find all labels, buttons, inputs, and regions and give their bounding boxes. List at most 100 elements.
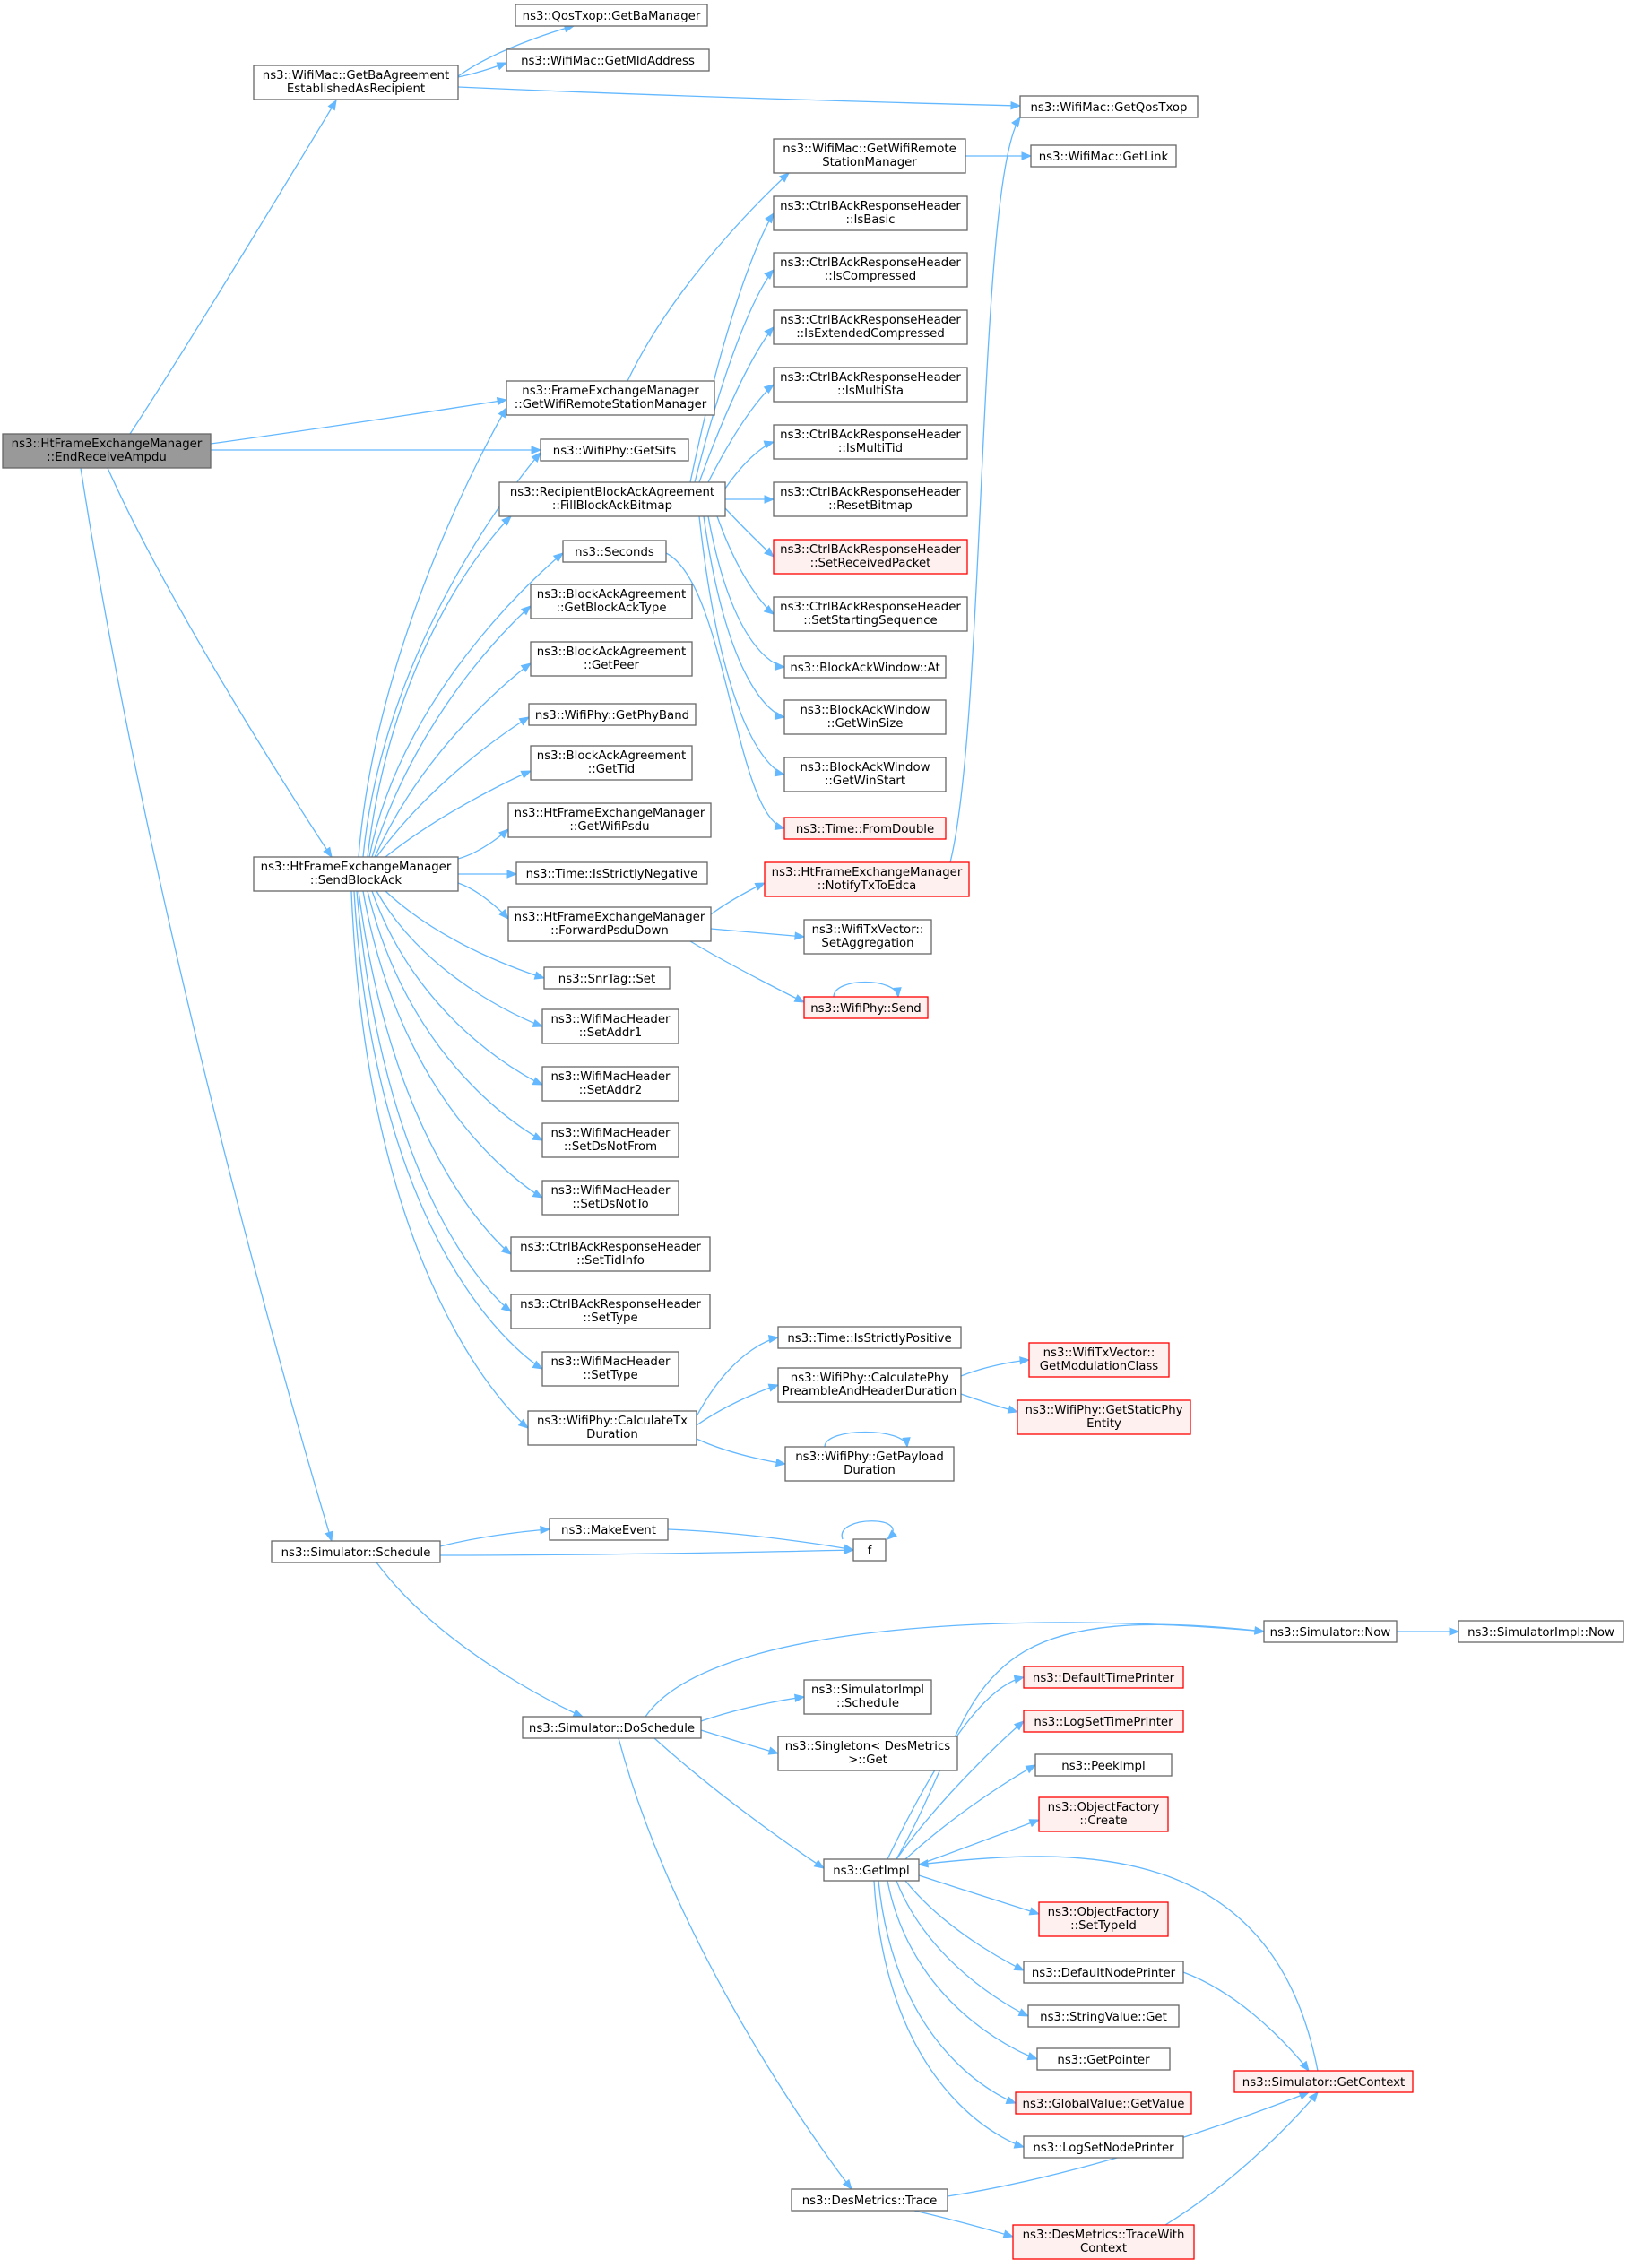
node-label: ::ForwardPsduDown — [550, 924, 669, 938]
node-isCompressed[interactable]: ns3::CtrlBAckResponseHeader::IsCompresse… — [773, 252, 968, 288]
node-isStrictPos[interactable]: ns3::Time::IsStrictlyPositive — [777, 1326, 962, 1349]
node-box — [549, 1518, 669, 1541]
node-seconds[interactable]: ns3::Seconds — [562, 540, 667, 563]
node-label: ns3::HtFrameExchangeManager — [772, 866, 963, 879]
node-setAggr[interactable]: ns3::WifiTxVector::SetAggregation — [803, 919, 932, 955]
node-getBaMgr[interactable]: ns3::QosTxop::GetBaManager — [515, 4, 708, 27]
node-getLink[interactable]: ns3::WifiMac::GetLink — [1030, 144, 1177, 168]
node-strValGet[interactable]: ns3::StringValue::Get — [1027, 2004, 1180, 2028]
node-simImplNow[interactable]: ns3::SimulatorImpl::Now — [1458, 1620, 1624, 1643]
node-getPeer[interactable]: ns3::BlockAckAgreement::GetPeer — [530, 641, 693, 677]
node-ofCreate[interactable]: ns3::ObjectFactory::Create — [1038, 1796, 1169, 1832]
node-f[interactable]: f — [852, 1538, 887, 1562]
node-isMultiTid[interactable]: ns3::CtrlBAckResponseHeader::IsMultiTid — [773, 424, 968, 460]
node-simNow[interactable]: ns3::Simulator::Now — [1263, 1620, 1398, 1643]
node-peekImpl[interactable]: ns3::PeekImpl — [1034, 1753, 1173, 1777]
node-label: ns3::ObjectFactory — [1048, 1801, 1160, 1814]
node-box — [803, 919, 932, 955]
node-setTidInfo[interactable]: ns3::CtrlBAckResponseHeader::SetTidInfo — [510, 1236, 711, 1272]
arrowhead-fillBitmap-to-resetBitmap — [764, 495, 775, 504]
node-box — [1019, 95, 1199, 118]
node-phySend[interactable]: ns3::WifiPhy::Send — [803, 996, 929, 1019]
arrowhead-sendBlockAck-to-setDsNotTo — [532, 1189, 544, 1199]
node-label: ns3::SnrTag::Set — [558, 973, 655, 986]
node-bawSize[interactable]: ns3::BlockAckWindow::GetWinSize — [783, 699, 947, 735]
node-label: ::SetAddr2 — [579, 1084, 642, 1097]
node-logSetNode[interactable]: ns3::LogSetNodePrinter — [1023, 2135, 1184, 2159]
node-simSchedule[interactable]: ns3::Simulator::Schedule — [271, 1540, 441, 1563]
node-getTid[interactable]: ns3::BlockAckAgreement::GetTid — [530, 745, 693, 781]
node-isMultiSta[interactable]: ns3::CtrlBAckResponseHeader::IsMultiSta — [773, 367, 968, 403]
node-setAddr2[interactable]: ns3::WifiMacHeader::SetAddr2 — [541, 1066, 679, 1102]
node-label: ns3::WifiMacHeader — [550, 1127, 671, 1140]
edge-getImpl-to-logSetNode — [873, 1880, 1025, 2148]
node-getPhyBand[interactable]: ns3::WifiPhy::GetPhyBand — [528, 703, 697, 726]
node-label: ::Create — [1079, 1814, 1127, 1828]
node-isExtCompressed[interactable]: ns3::CtrlBAckResponseHeader::IsExtendedC… — [773, 309, 968, 345]
edge-simDoSchedule-to-singletonGet — [700, 1729, 779, 1754]
node-setReceived[interactable]: ns3::CtrlBAckResponseHeader::SetReceived… — [773, 539, 968, 575]
edge-defNodePrinter-to-getContext — [1182, 1971, 1310, 2072]
node-box — [540, 438, 689, 462]
node-getImpl[interactable]: ns3::GetImpl — [823, 1858, 920, 1882]
node-simDoSchedule[interactable]: ns3::Simulator::DoSchedule — [522, 1716, 702, 1739]
edge-fillBitmap-to-isMultiTid — [724, 441, 775, 489]
node-label: ns3::GlobalValue::GetValue — [1023, 2098, 1185, 2111]
node-box — [777, 1326, 962, 1349]
node-ofSetTypeId[interactable]: ns3::ObjectFactory::SetTypeId — [1038, 1901, 1169, 1937]
node-fwdPsdu[interactable]: ns3::HtFrameExchangeManager::ForwardPsdu… — [507, 906, 712, 942]
node-getMld[interactable]: ns3::WifiMac::GetMldAddress — [506, 48, 710, 72]
node-setAddr1[interactable]: ns3::WifiMacHeader::SetAddr1 — [541, 1008, 679, 1044]
node-box — [783, 757, 947, 792]
node-singletonGet[interactable]: ns3::Singleton< DesMetrics>::Get — [777, 1736, 958, 1771]
edge-root-to-getBaAgr — [129, 100, 337, 435]
node-hdrSetType[interactable]: ns3::WifiMacHeader::SetType — [541, 1351, 679, 1387]
node-desTrace[interactable]: ns3::DesMetrics::Trace — [791, 2188, 948, 2212]
node-box — [253, 65, 459, 100]
arrowhead-fillBitmap-to-setReceived — [764, 547, 775, 558]
node-isStrictNeg[interactable]: ns3::Time::IsStrictlyNegative — [515, 861, 708, 885]
node-notifyTx[interactable]: ns3::HtFrameExchangeManager::NotifyTxToE… — [764, 861, 970, 897]
node-setStartSeq[interactable]: ns3::CtrlBAckResponseHeader::SetStarting… — [773, 596, 968, 632]
node-getBaType[interactable]: ns3::BlockAckAgreement::GetBlockAckType — [530, 584, 693, 619]
node-logSetTime[interactable]: ns3::LogSetTimePrinter — [1023, 1710, 1184, 1733]
node-resetBitmap[interactable]: ns3::CtrlBAckResponseHeader::ResetBitmap — [773, 481, 968, 517]
node-label: ns3::SimulatorImpl — [811, 1684, 924, 1697]
node-calcPreamble[interactable]: ns3::WifiPhy::CalculatePhyPreambleAndHea… — [777, 1367, 962, 1403]
node-getContext[interactable]: ns3::Simulator::GetContext — [1233, 2070, 1414, 2093]
edge-root-to-sendBlockAck — [107, 467, 333, 858]
node-getPointer[interactable]: ns3::GetPointer — [1036, 2047, 1171, 2071]
node-bawStart[interactable]: ns3::BlockAckWindow::GetWinStart — [783, 757, 947, 792]
node-getWifiPsdu[interactable]: ns3::HtFrameExchangeManager::GetWifiPsdu — [507, 802, 712, 838]
node-setDsNotTo[interactable]: ns3::WifiMacHeader::SetDsNotTo — [541, 1180, 679, 1216]
node-defTimePrinter[interactable]: ns3::DefaultTimePrinter — [1023, 1666, 1184, 1689]
edge-fillBitmap-to-setStartSeq — [716, 515, 775, 615]
node-isBasic[interactable]: ns3::CtrlBAckResponseHeader::IsBasic — [773, 195, 968, 231]
node-label: ::IsMultiSta — [837, 385, 904, 398]
node-getBaAgr[interactable]: ns3::WifiMac::GetBaAgreementEstablishedA… — [253, 65, 459, 100]
node-getModClass[interactable]: ns3::WifiTxVector::GetModulationClass — [1028, 1342, 1170, 1378]
node-makeEvent[interactable]: ns3::MakeEvent — [549, 1518, 669, 1541]
node-cbSetType[interactable]: ns3::CtrlBAckResponseHeader::SetType — [510, 1294, 711, 1329]
node-label: ns3::Simulator::Schedule — [281, 1546, 431, 1560]
node-bawAt[interactable]: ns3::BlockAckWindow::At — [783, 655, 947, 679]
node-fem-getWrsm[interactable]: ns3::FrameExchangeManager::GetWifiRemote… — [506, 380, 715, 416]
node-fromDouble[interactable]: ns3::Time::FromDouble — [783, 817, 947, 840]
node-root[interactable]: ns3::HtFrameExchangeManager::EndReceiveA… — [2, 433, 212, 469]
node-defNodePrinter[interactable]: ns3::DefaultNodePrinter — [1023, 1961, 1184, 1984]
node-setDsNotFrom[interactable]: ns3::WifiMacHeader::SetDsNotFrom — [541, 1122, 679, 1158]
node-fillBitmap[interactable]: ns3::RecipientBlockAckAgreement::FillBlo… — [498, 481, 726, 517]
node-snrSet[interactable]: ns3::SnrTag::Set — [543, 966, 671, 990]
node-label: StationManager — [822, 156, 917, 169]
node-mac-getWrsm[interactable]: ns3::WifiMac::GetWifiRemoteStationManage… — [773, 138, 966, 174]
node-sendBlockAck[interactable]: ns3::HtFrameExchangeManager::SendBlockAc… — [253, 856, 459, 892]
edge-getImpl-to-simNow — [896, 1623, 1265, 1860]
node-getSifs[interactable]: ns3::WifiPhy::GetSifs — [540, 438, 689, 462]
node-implSchedule[interactable]: ns3::SimulatorImpl::Schedule — [803, 1679, 932, 1715]
node-gvGetValue[interactable]: ns3::GlobalValue::GetValue — [1015, 2091, 1192, 2115]
node-getQosTxop[interactable]: ns3::WifiMac::GetQosTxop — [1019, 95, 1199, 118]
